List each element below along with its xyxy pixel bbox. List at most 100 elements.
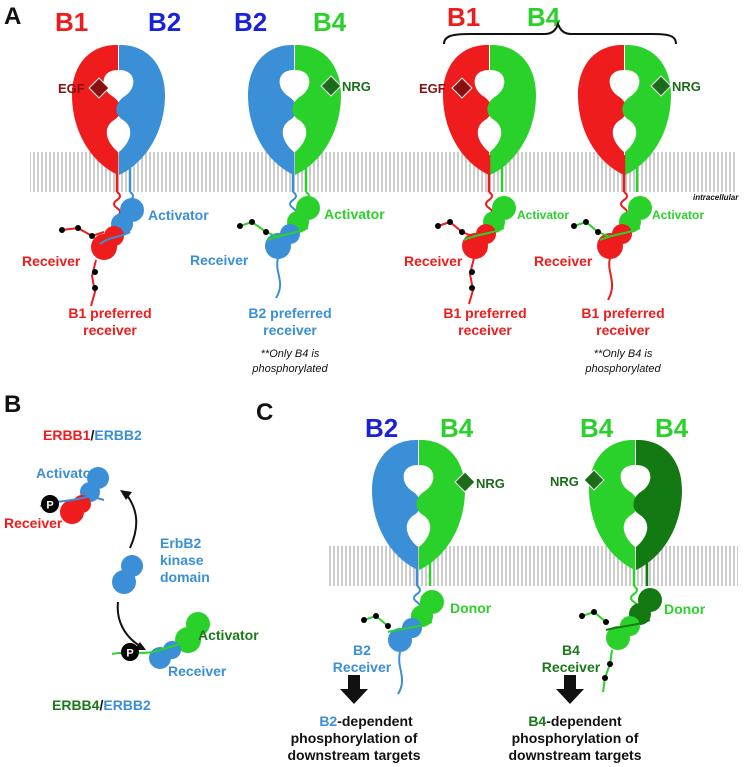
ligand-nrg-label: NRG <box>342 79 371 94</box>
ligand-egf-label: EGF <box>419 81 446 96</box>
dimer-title-left: B1 <box>55 7 88 37</box>
phospho-chain <box>571 219 609 237</box>
arrow-up-icon <box>125 493 138 549</box>
receiver-kinase <box>91 226 124 260</box>
panel-c: C B2 B4 NRG Dono <box>256 399 738 763</box>
dimer-title-left: B2 <box>234 7 267 37</box>
receiver-line2: Receiver <box>542 659 601 675</box>
caption-line2: receiver <box>83 322 137 338</box>
panel-a-label: A <box>4 3 21 30</box>
intracellular-label: intracellular <box>693 193 739 202</box>
activator-label: Activator <box>517 208 569 222</box>
dimer-title-right: B2 <box>148 7 181 37</box>
phospho-symbol: P <box>46 500 53 512</box>
activator-label: Activator <box>148 207 209 223</box>
dimer-title-right: B4 <box>313 7 347 37</box>
ligand-nrg-label: NRG <box>672 79 701 94</box>
activator-label: Activator <box>324 206 385 222</box>
paired-dimer-right: NRG Activator Receiver <box>534 44 704 375</box>
caption-line1: B1 preferred <box>581 305 664 321</box>
note-line2: phosphorylated <box>584 363 661 375</box>
result-line1: B2-dependent <box>319 713 413 729</box>
ligand-egf-label: EGF <box>58 81 85 96</box>
panel-c-label: C <box>256 399 273 426</box>
receiver-kinase <box>388 618 422 652</box>
panel-c-left: B2 B4 NRG Donor B2 Receiver <box>287 413 504 763</box>
paired-dimer-left: EGF Activator Receiver <box>404 44 569 338</box>
result-line3: downstream targets <box>287 747 420 763</box>
caption-line2: receiver <box>596 322 650 338</box>
ligand-egf-diamond <box>88 77 110 99</box>
bottom-activator-label: Activator <box>198 627 259 643</box>
result-line1: B4-dependent <box>528 713 622 729</box>
c-left-title-right: B4 <box>440 413 474 443</box>
ligand-nrg-label: NRG <box>476 476 505 491</box>
ligand-nrg-diamond <box>320 75 342 97</box>
caption-line2: receiver <box>263 322 317 338</box>
activator-label: Activator <box>652 208 704 222</box>
receiver-kinase <box>462 224 496 259</box>
panel-b-bottom-title: ERBB4/ERBB2 <box>52 697 151 713</box>
receiver-label: Receiver <box>534 253 593 269</box>
receiver-label: Receiver <box>190 252 249 268</box>
donor-label: Donor <box>664 601 706 617</box>
grouping-brace <box>443 20 677 45</box>
c-left-title-left: B2 <box>365 413 398 443</box>
phospho-chain <box>237 219 277 237</box>
receiver-line2: Receiver <box>333 659 392 675</box>
note-line1: **Only B4 is <box>261 348 320 360</box>
receiver-line1: B4 <box>562 642 580 658</box>
ligand-nrg-label: NRG <box>550 474 579 489</box>
panel-b: B ERBB1/ERBB2 P Activator Receiver ErbB2… <box>4 391 259 713</box>
center-line2: kinase <box>160 552 204 568</box>
receiver-line1: B2 <box>353 642 371 658</box>
caption-line1: B1 preferred <box>443 305 526 321</box>
center-line3: domain <box>160 569 210 585</box>
caption-line1: B1 preferred <box>68 305 151 321</box>
note-line2: phosphorylated <box>251 363 328 375</box>
c-right-title-right: B4 <box>655 413 689 443</box>
donor-kinase <box>411 590 444 627</box>
c-right-title-left: B4 <box>580 413 614 443</box>
phospho-chain <box>59 225 105 307</box>
result-line2: phosphorylation of <box>291 730 418 746</box>
ligand-egf-diamond <box>451 77 473 99</box>
membrane-c <box>328 546 738 586</box>
ligand-nrg-diamond <box>583 469 605 491</box>
panel-a: A intracellular B1 B2 EGF <box>4 2 739 375</box>
erbb2-kinase-domain <box>112 555 143 594</box>
top-receiver-label: Receiver <box>4 515 63 531</box>
phospho-chain <box>361 613 391 629</box>
receiver-kinase <box>597 224 632 259</box>
note-line1: **Only B4 is <box>594 348 653 360</box>
paired-title-right: B4 <box>527 2 561 32</box>
receiver-label: Receiver <box>22 253 81 269</box>
caption-line1: B2 preferred <box>248 305 331 321</box>
phospho-chain <box>435 219 475 305</box>
down-arrow-icon <box>556 675 584 704</box>
top-activator-label: Activator <box>36 465 97 481</box>
panel-b-label: B <box>4 391 21 418</box>
dimer-b2-b4: B2 B4 NRG Ac <box>190 7 385 375</box>
donor-label: Donor <box>450 600 492 616</box>
ligand-nrg-diamond <box>650 75 672 97</box>
panel-c-right: B4 B4 NRG Donor B4 Receiv <box>508 413 705 763</box>
ligand-nrg-diamond <box>454 471 476 493</box>
phospho-badge <box>121 643 139 661</box>
caption-line2: receiver <box>458 322 512 338</box>
paired-b1-b4: B1 B4 EGF <box>404 2 704 375</box>
receiver-kinase <box>265 224 300 259</box>
phospho-chain <box>579 609 613 693</box>
arrow-down-icon <box>116 601 141 647</box>
down-arrow-icon <box>340 675 368 704</box>
bottom-receiver-label: Receiver <box>168 663 227 679</box>
receiver-label: Receiver <box>404 253 463 269</box>
top-complex: P <box>39 467 109 524</box>
receiver-kinase <box>606 616 640 650</box>
result-line2: phosphorylation of <box>512 730 639 746</box>
bottom-complex: P <box>111 612 210 669</box>
paired-title-left: B1 <box>447 2 480 32</box>
phospho-symbol: P <box>126 648 133 660</box>
panel-b-top-title: ERBB1/ERBB2 <box>43 427 142 443</box>
